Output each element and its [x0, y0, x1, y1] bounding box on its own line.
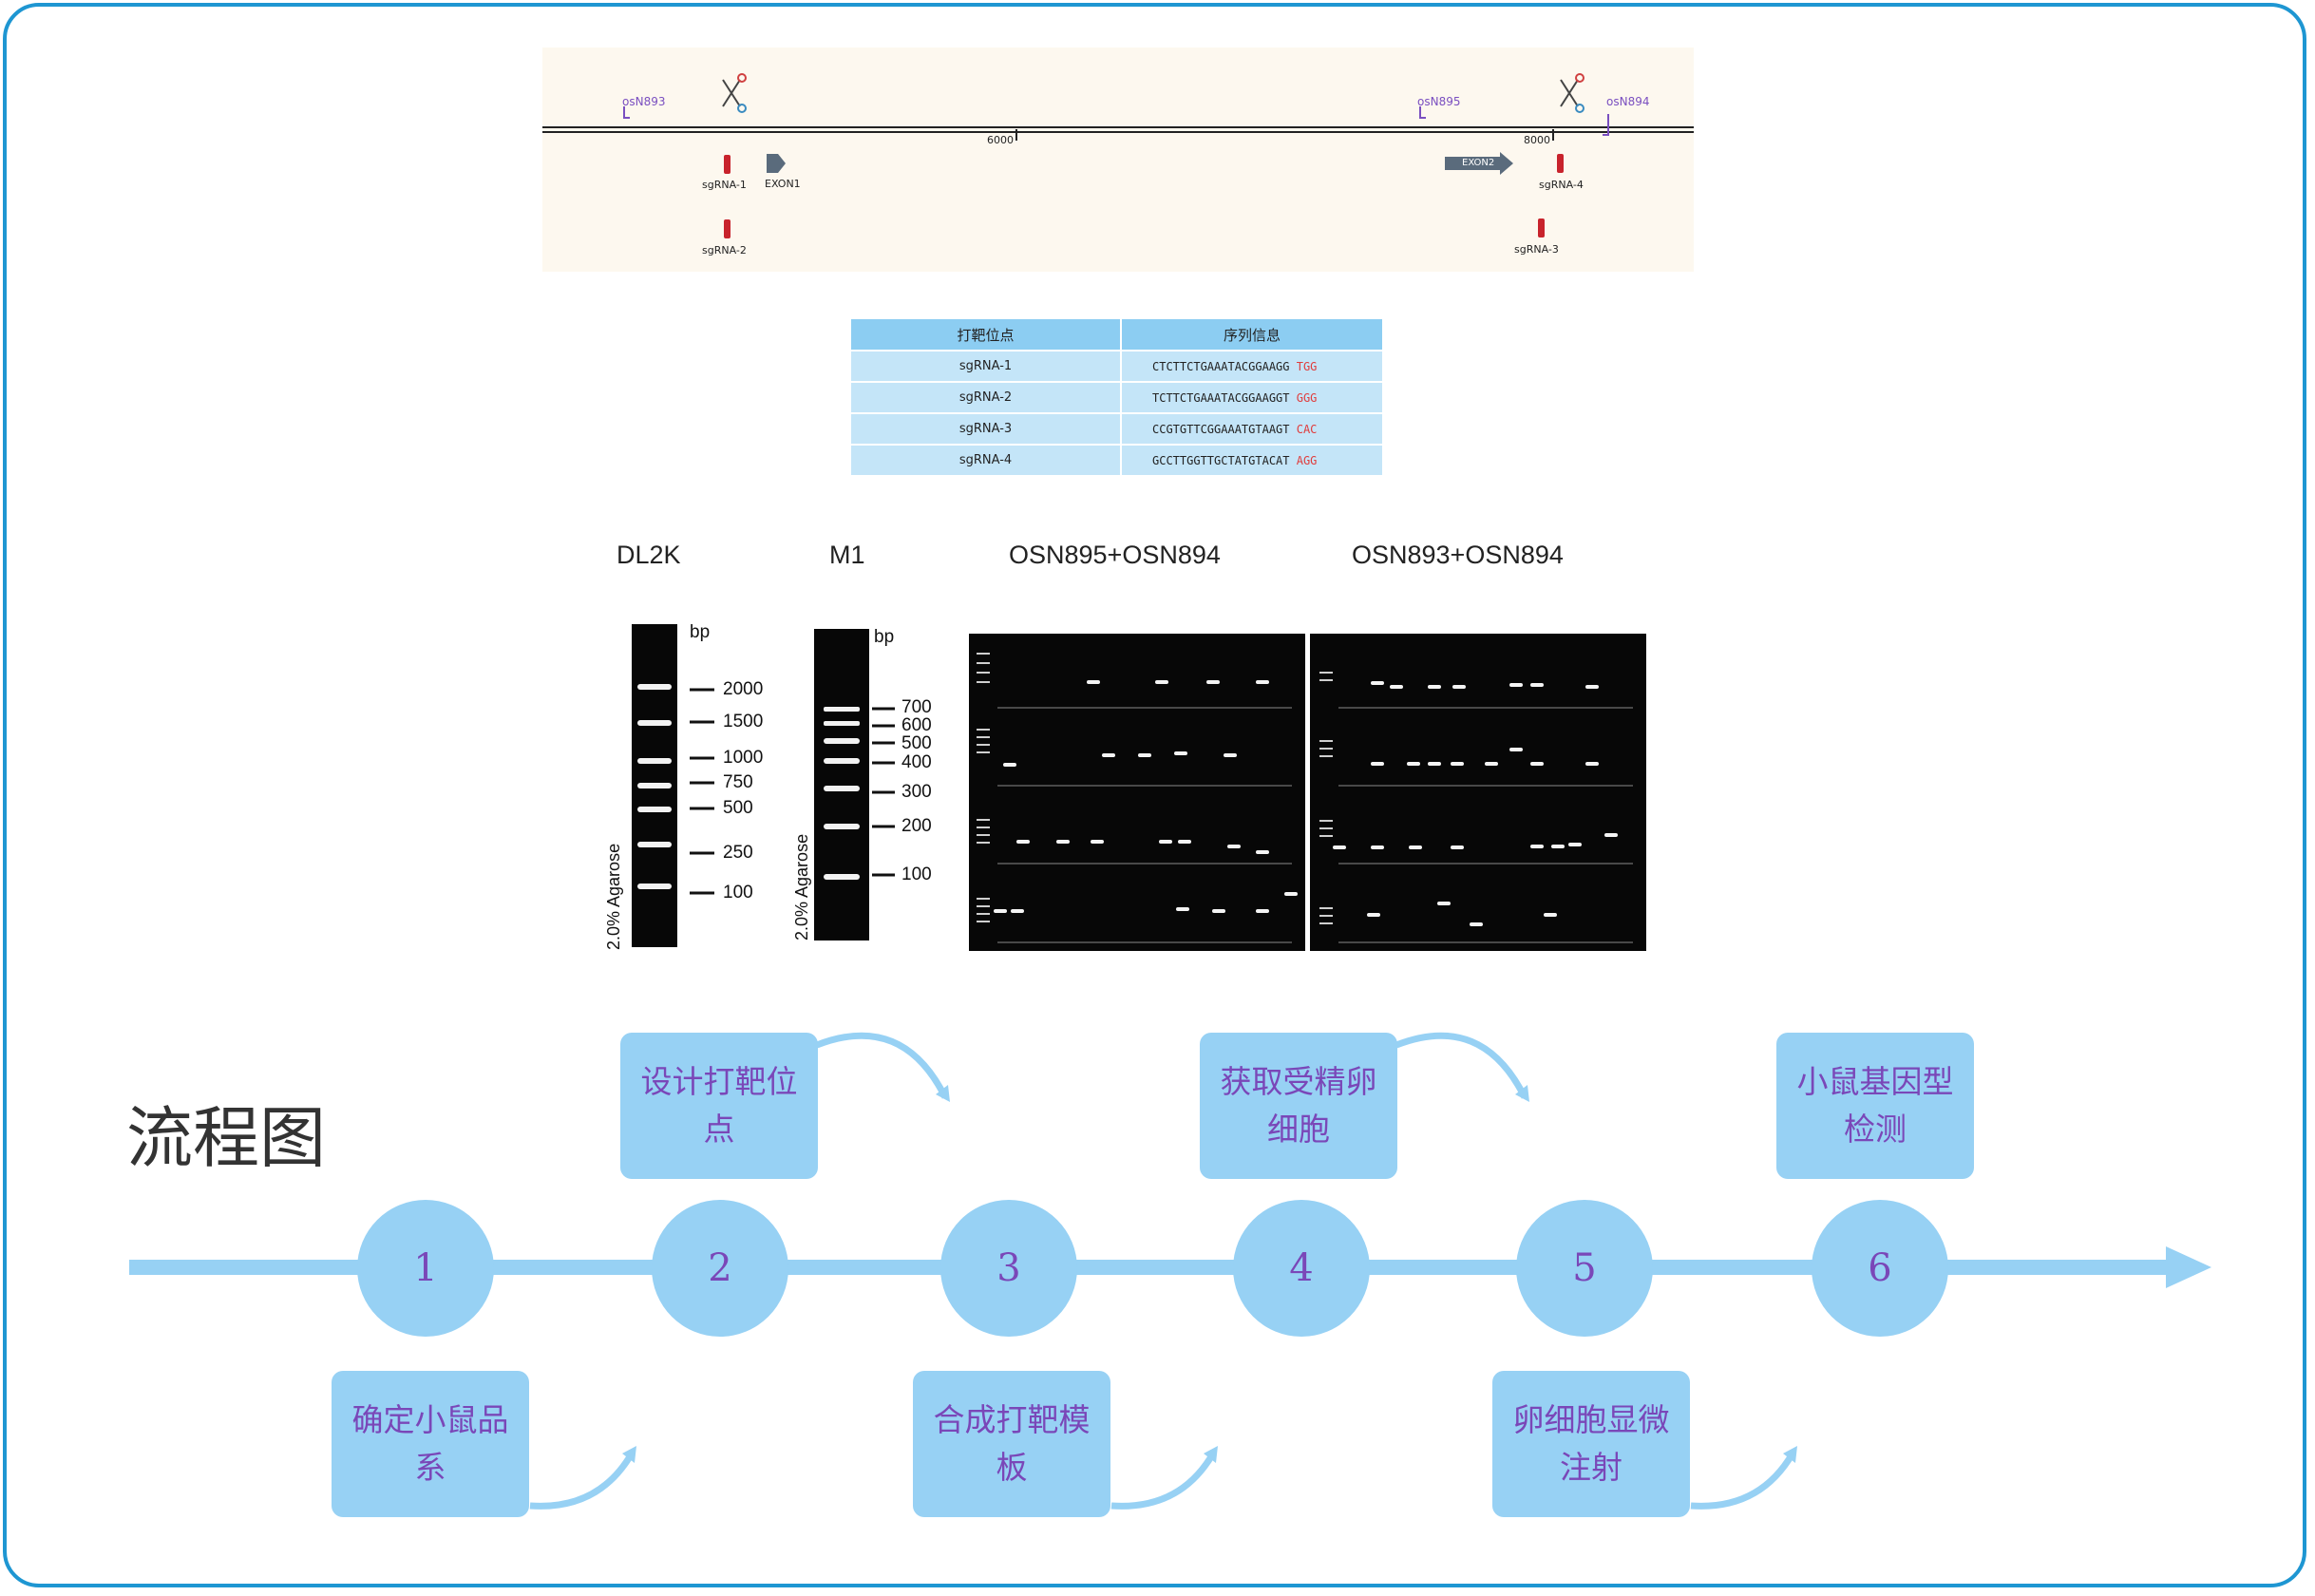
ladder-size-label: 100 [901, 864, 932, 884]
table-row: sgRNA-4 GCCTTGGTTGCTATGTACAT AGG [851, 444, 1384, 475]
ladder-size-label: 500 [723, 798, 753, 818]
exon1-arrow [767, 154, 786, 173]
sgrna-label: sgRNA-4 [1539, 179, 1584, 191]
table-row: sgRNA-2 TCTTCTGAAATACGGAAGGT GGG [851, 381, 1384, 413]
step-box-2: 设计打靶位点 [620, 1033, 818, 1179]
step-number-circle: 5 [1516, 1200, 1653, 1337]
step-number-circle: 3 [940, 1200, 1077, 1337]
gel-title: M1 [829, 541, 865, 569]
sgrna-marker [1538, 218, 1545, 238]
dl2k-ladder-ticks [690, 688, 714, 895]
site-cell: sgRNA-3 [851, 412, 1122, 445]
pam-text: AGG [1296, 453, 1318, 467]
sequence-cell: CTCTTCTGAAATACGGAAGG TGG [1121, 350, 1384, 382]
ladder-size-label: 300 [901, 782, 932, 802]
primer-label: osN895 [1417, 95, 1461, 108]
table-header: 序列信息 [1121, 319, 1384, 351]
m1-ladder-gel [814, 629, 869, 940]
page-frame [3, 3, 2306, 1587]
flow-chart-title: 流程图 [126, 1099, 326, 1177]
ladder-size-label: 500 [901, 733, 932, 753]
ladder-size-label: 750 [723, 772, 753, 792]
step-number-circle: 1 [357, 1200, 494, 1337]
exon-label: EXON1 [765, 178, 801, 190]
sgrna-label: sgRNA-1 [702, 179, 747, 191]
gel-title: OSN895+OSN894 [1009, 541, 1221, 569]
gene-map-panel: osN893 osN895 osN894 6000 8000 EXON1 EXO… [542, 48, 1694, 272]
exon-label: EXON2 [1462, 158, 1495, 168]
step-number-circle: 2 [652, 1200, 788, 1337]
gene-map-graphic [542, 73, 1694, 238]
step-box-3: 合成打靶模板 [913, 1371, 1110, 1517]
sequence-cell: GCCTTGGTTGCTATGTACAT AGG [1121, 444, 1384, 475]
primer-label: osN893 [622, 95, 666, 108]
sgrna-marker [1557, 154, 1564, 173]
bp-unit-label: bp [874, 627, 895, 647]
primer-label: osN894 [1606, 95, 1650, 108]
table-row: sgRNA-3 CCGTGTTCGGAAATGTAAGT CAC [851, 412, 1384, 445]
exon2-arrow [1445, 152, 1513, 175]
site-cell: sgRNA-4 [851, 444, 1122, 475]
m1-ladder-ticks [872, 707, 895, 877]
scissors-icon [722, 73, 747, 113]
ladder-size-label: 2000 [723, 679, 764, 699]
sgrna-marker [724, 155, 731, 174]
gel-image-osn893-osn894 [1310, 634, 1646, 951]
scissors-icon [1560, 73, 1584, 113]
sgrna-marker [724, 219, 731, 238]
gel-title: DL2K [617, 541, 681, 569]
primer-bracket-osn895 [1419, 106, 1426, 119]
site-cell: sgRNA-2 [851, 381, 1122, 413]
dl2k-ladder-gel [632, 624, 677, 947]
agarose-label: 2.0% Agarose [604, 843, 623, 950]
primer-bracket-osn894 [1603, 114, 1609, 136]
ladder-size-label: 250 [723, 843, 753, 863]
primer-bracket-osn893 [623, 106, 630, 119]
sgrna-sequence-table: 打靶位点 序列信息 sgRNA-1 CTCTTCTGAAATACGGAAGG T… [851, 319, 1384, 475]
table-row: sgRNA-1 CTCTTCTGAAATACGGAAGG TGG [851, 350, 1384, 382]
ladder-size-label: 400 [901, 752, 932, 772]
step-box-6: 小鼠基因型检测 [1776, 1033, 1974, 1179]
ruler-label: 8000 [1524, 134, 1550, 146]
agarose-label: 2.0% Agarose [792, 833, 811, 940]
gel-image-osn895-osn894 [969, 634, 1305, 951]
gel-title: OSN893+OSN894 [1352, 541, 1564, 569]
table-header-row: 打靶位点 序列信息 [851, 319, 1384, 351]
sgrna-label: sgRNA-2 [702, 244, 747, 256]
bp-unit-label: bp [690, 622, 711, 642]
ladder-size-label: 700 [901, 697, 932, 717]
ruler-label: 6000 [987, 134, 1014, 146]
ladder-size-label: 1000 [723, 748, 764, 768]
sequence-cell: TCTTCTGAAATACGGAAGGT GGG [1121, 381, 1384, 413]
pam-text: TGG [1296, 359, 1318, 373]
step-box-4: 获取受精卵细胞 [1200, 1033, 1397, 1179]
ladder-size-label: 600 [901, 715, 932, 735]
ladder-size-label: 100 [723, 883, 753, 902]
step-number-circle: 4 [1233, 1200, 1370, 1337]
step-box-5: 卵细胞显微注射 [1492, 1371, 1690, 1517]
pam-text: CAC [1296, 422, 1318, 436]
step-box-1: 确定小鼠品系 [332, 1371, 529, 1517]
sgrna-label: sgRNA-3 [1514, 243, 1559, 256]
step-number-circle: 6 [1812, 1200, 1948, 1337]
ladder-size-label: 200 [901, 816, 932, 836]
sequence-cell: CCGTGTTCGGAAATGTAAGT CAC [1121, 412, 1384, 445]
pam-text: GGG [1296, 390, 1318, 405]
site-cell: sgRNA-1 [851, 350, 1122, 382]
table-header: 打靶位点 [851, 319, 1122, 351]
ladder-size-label: 1500 [723, 712, 764, 732]
